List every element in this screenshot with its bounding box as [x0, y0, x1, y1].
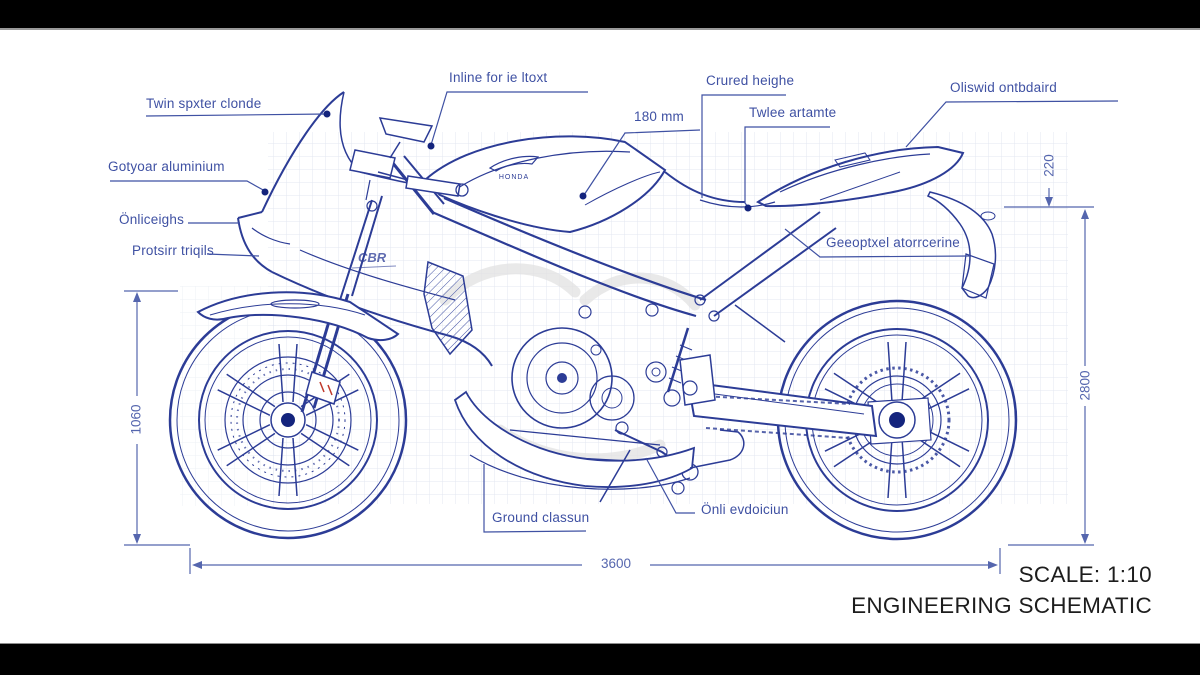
brake-disc — [224, 356, 352, 484]
leader-twin-spar — [145, 113, 328, 117]
fuel-tank: HONDA — [423, 135, 776, 234]
leader-dots — [261, 110, 752, 212]
chain — [705, 427, 849, 439]
tail-light — [980, 211, 996, 221]
leader-front-upper — [110, 180, 266, 192]
letterbox-top-bar — [0, 0, 1200, 30]
front-axle — [281, 413, 295, 427]
stand-lever — [599, 449, 631, 503]
dimension-lines — [124, 188, 1094, 574]
leader-rear-upper — [905, 100, 1119, 148]
dim-2800-line — [1008, 211, 1094, 546]
swingarm — [686, 380, 878, 439]
front-wheel — [168, 300, 408, 540]
label-seat-area: Twlee artamte — [749, 105, 837, 120]
label-fairing-left-1: Önliceighs — [119, 212, 185, 227]
honda-logo-text: HONDA — [499, 174, 529, 181]
chain — [701, 395, 851, 405]
leader-inline — [430, 91, 588, 146]
label-180mm: 180 mm — [634, 109, 684, 124]
exhaust — [689, 429, 745, 469]
doc-type-label: ENGINEERING SCHEMATIC — [851, 593, 1152, 618]
letterbox-bottom-bar — [0, 643, 1200, 675]
handlebar — [349, 117, 469, 212]
belly-pan — [453, 390, 745, 503]
label-curb-height: Crured heighe — [706, 73, 795, 88]
label-twin-spar: Twin spxter clonde — [146, 96, 262, 111]
rear-subframe — [666, 211, 837, 406]
dim-1060-line — [124, 290, 190, 546]
bar-end — [455, 183, 469, 197]
dim-3600: 3600 — [600, 556, 632, 571]
leader-rear-mid — [784, 228, 971, 258]
leader-ground — [483, 464, 587, 533]
label-fairing-left-2: Protsirr triqils — [132, 243, 214, 258]
label-inline-top: Inline for ie ltoxt — [449, 70, 548, 85]
side-vent — [423, 260, 473, 356]
front-fender — [196, 291, 400, 342]
rear-axle — [889, 412, 905, 428]
dim-3600-line — [189, 548, 1001, 574]
label-front-upper: Gotyoar aluminium — [108, 159, 225, 174]
leader-180 — [583, 129, 701, 196]
label-rear-mid: Geeoptxel atorrcerine — [826, 235, 961, 250]
dim-220: 220 — [1041, 154, 1057, 177]
leader-under-mid — [645, 457, 695, 514]
leader-curb — [701, 94, 786, 198]
license-plate — [961, 253, 995, 299]
dim-1060: 1060 — [128, 404, 144, 435]
label-rear-upper: Oliswid ontbdaird — [950, 80, 1057, 95]
scale-label: SCALE: 1:10 — [1018, 562, 1152, 587]
dim-2800: 2800 — [1077, 370, 1093, 401]
rear-shock — [666, 327, 690, 393]
label-ground: Ground classun — [492, 510, 590, 525]
leader-lines — [110, 91, 1119, 533]
honda-logo: HONDA — [488, 155, 540, 181]
front-fork — [300, 195, 383, 413]
mirror — [378, 117, 434, 159]
tail-section — [755, 145, 965, 208]
rear-wheel — [776, 299, 1018, 541]
label-under-mid: Önli evdoiciun — [701, 502, 789, 517]
rear-mudguard — [926, 191, 997, 299]
leader-fairing-2 — [206, 253, 260, 257]
